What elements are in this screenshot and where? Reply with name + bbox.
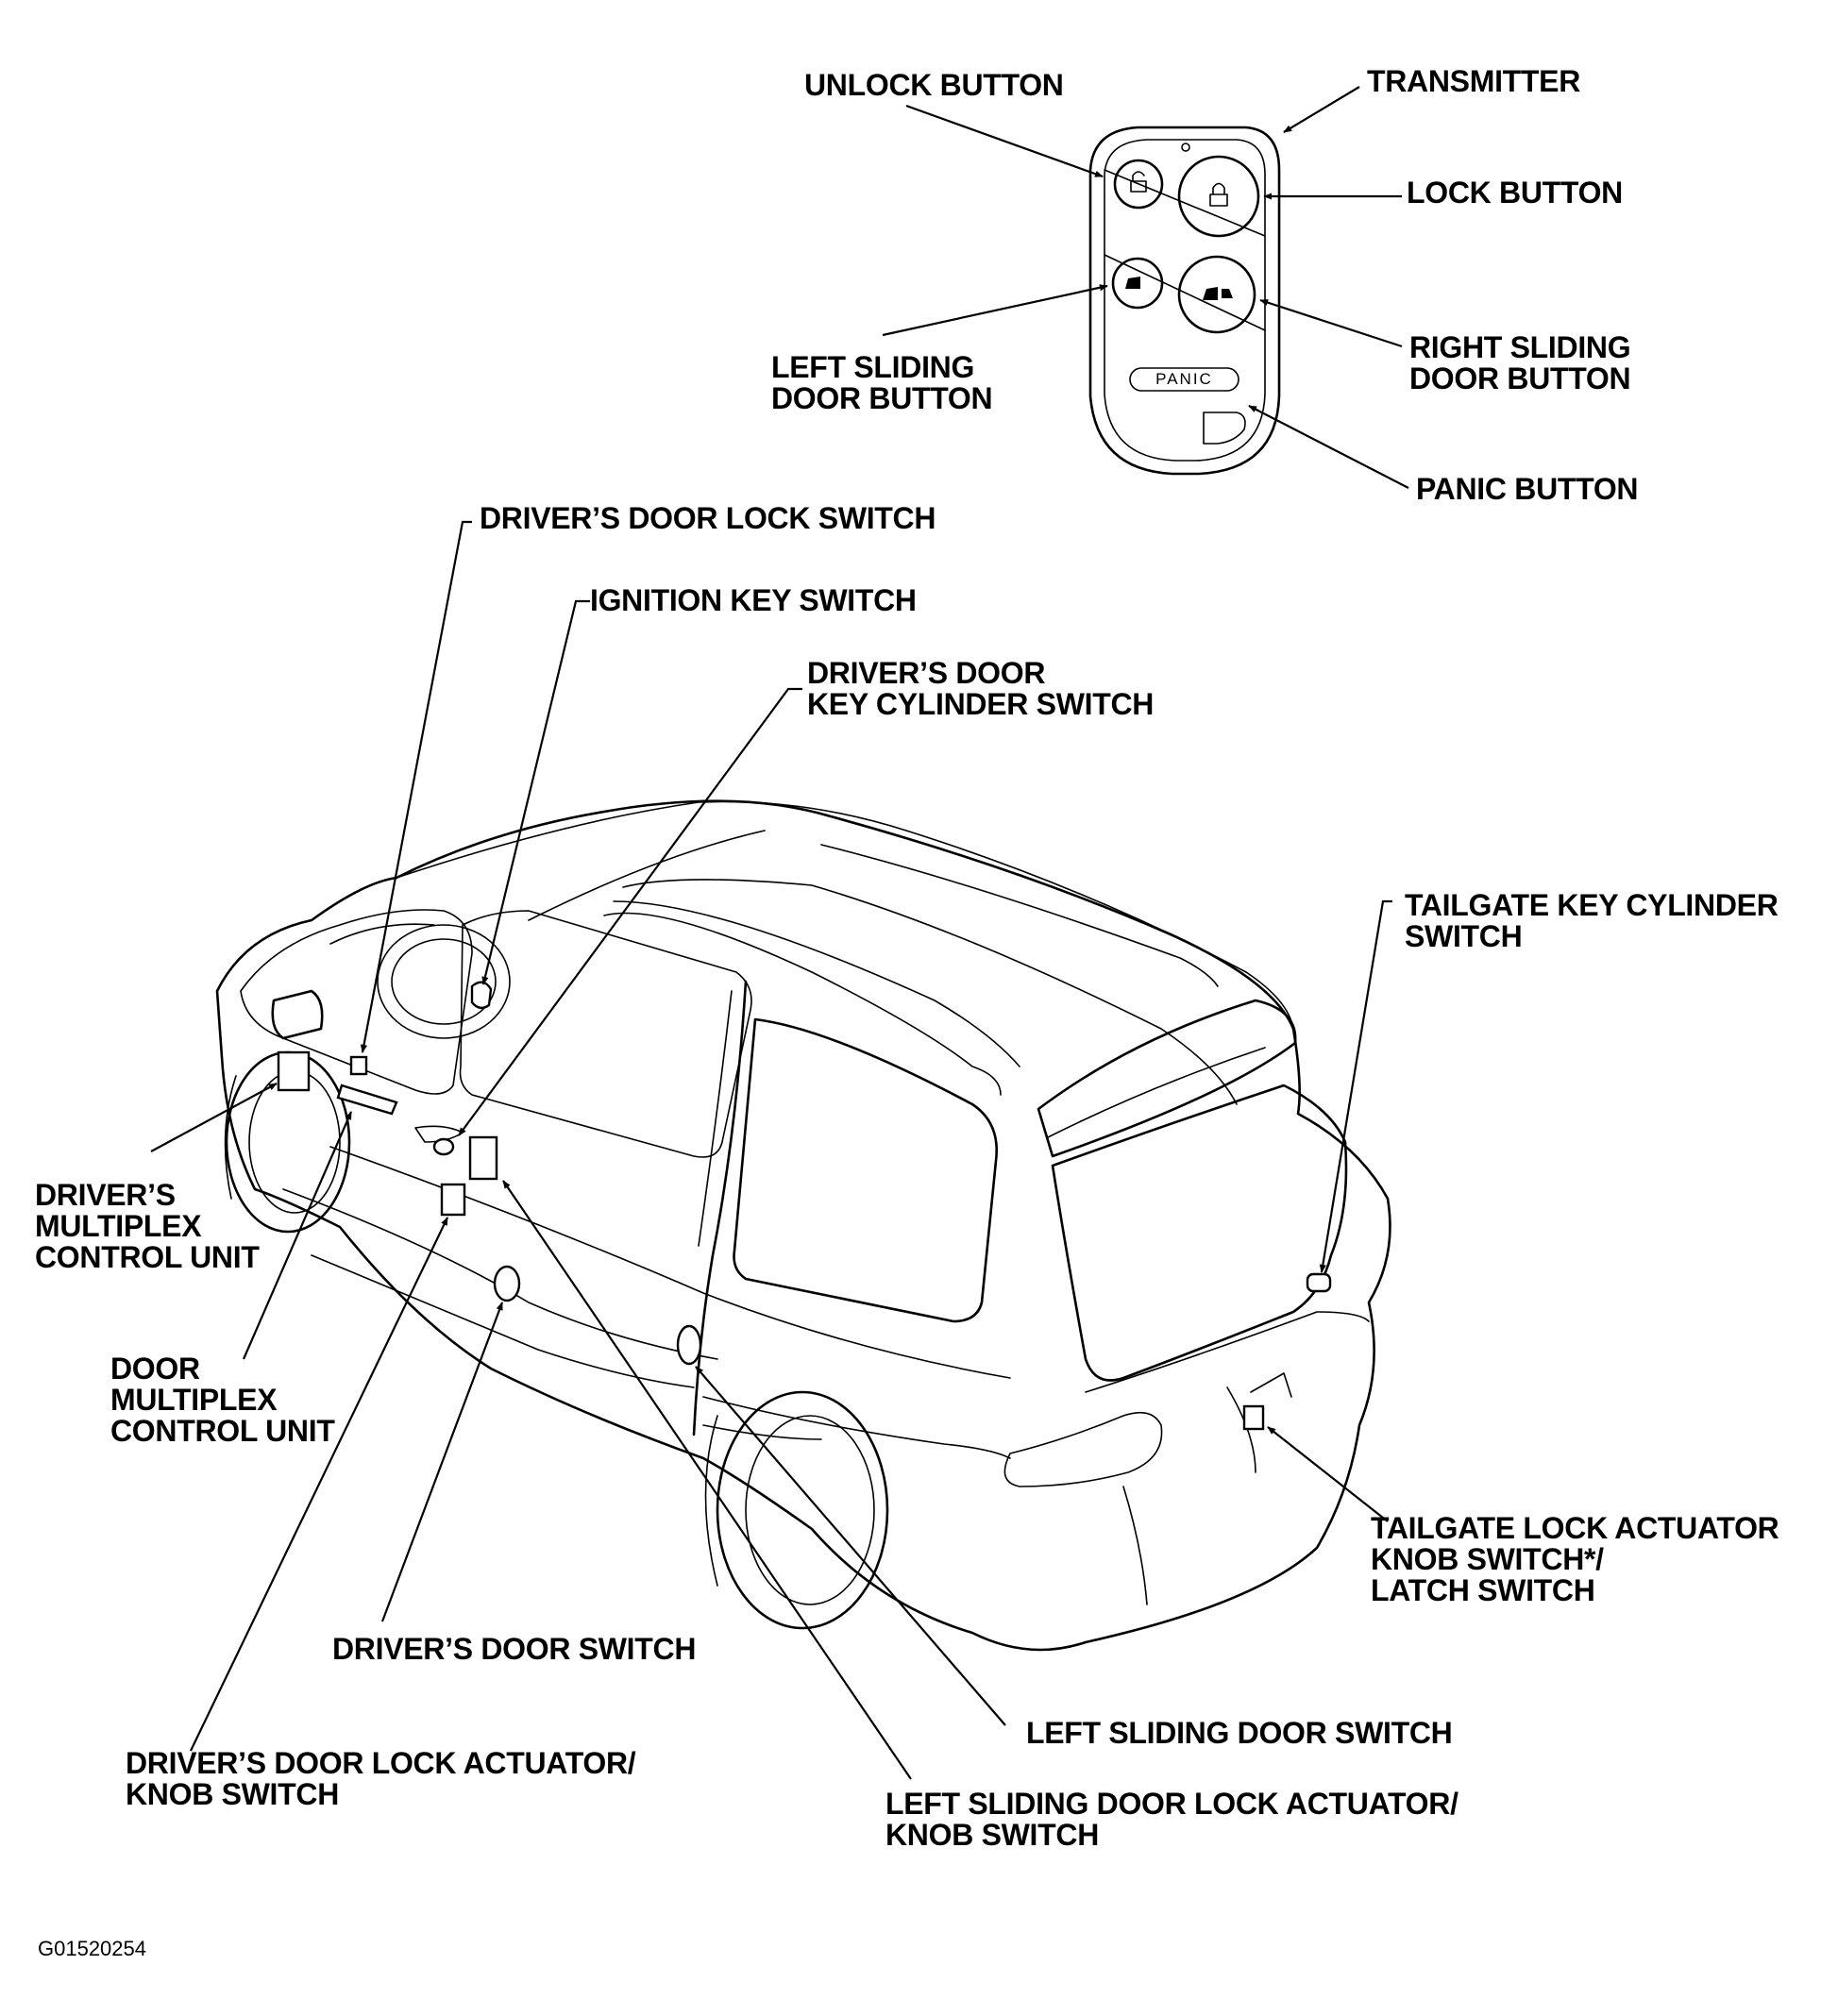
drivers-door-lock-switch-part xyxy=(349,1055,368,1076)
door-multiplex-unit-part xyxy=(336,1084,398,1116)
label-tailgate-lock-actuator: TAILGATE LOCK ACTUATOR KNOB SWITCH*/ LAT… xyxy=(1371,1511,1779,1607)
van-components xyxy=(277,981,1332,1431)
ignition-key-switch-part xyxy=(470,981,493,1010)
transmitter-fob xyxy=(1088,126,1281,476)
figure-code: G01520254 xyxy=(38,1937,146,1960)
drivers-multiplex-unit-part xyxy=(277,1050,311,1092)
label-drivers-door-switch: DRIVER’S DOOR SWITCH xyxy=(332,1632,697,1666)
tailgate-lock-actuator-part xyxy=(1242,1404,1265,1431)
label-drivers-multiplex-control-unit: DRIVER’S MULTIPLEX CONTROL UNIT xyxy=(35,1178,260,1274)
lock-icon xyxy=(1209,182,1228,207)
label-left-sliding-door-switch: LEFT SLIDING DOOR SWITCH xyxy=(1026,1716,1453,1750)
panic-button-text: PANIC xyxy=(1155,370,1213,388)
left-slide-van-icon xyxy=(1125,277,1140,289)
label-tailgate-key-cylinder-switch: TAILGATE KEY CYLINDER SWITCH xyxy=(1405,888,1779,953)
label-transmitter: TRANSMITTER xyxy=(1367,64,1581,98)
label-door-multiplex-control-unit: DOOR MULTIPLEX CONTROL UNIT xyxy=(110,1352,335,1448)
unlock-icon xyxy=(1130,171,1147,193)
label-drivers-door-lock-actuator: DRIVER’S DOOR LOCK ACTUATOR/ KNOB SWITCH xyxy=(126,1746,636,1811)
label-left-sliding-door-button: LEFT SLIDING DOOR BUTTON xyxy=(771,350,993,415)
drivers-door-lock-actuator-part-upper xyxy=(468,1135,498,1181)
lock-button-shape xyxy=(1177,155,1260,238)
right-sliding-button-shape xyxy=(1177,255,1256,334)
unlock-button-shape xyxy=(1113,159,1164,210)
leader-lines xyxy=(150,86,1409,1780)
drivers-door-lock-actuator-part xyxy=(440,1183,466,1217)
left-sliding-button-shape xyxy=(1111,257,1164,310)
label-panic-button: PANIC BUTTON xyxy=(1416,472,1639,506)
label-ignition-key-switch: IGNITION KEY SWITCH xyxy=(590,583,917,617)
panic-corner xyxy=(1203,412,1246,445)
right-slide-van-icon xyxy=(1203,287,1233,300)
label-drivers-door-lock-switch: DRIVER’S DOOR LOCK SWITCH xyxy=(480,501,936,535)
tailgate-key-cylinder-part xyxy=(1306,1272,1332,1293)
label-right-sliding-door-button: RIGHT SLIDING DOOR BUTTON xyxy=(1409,330,1631,395)
label-drivers-door-key-cylinder-switch: DRIVER’S DOOR KEY CYLINDER SWITCH xyxy=(807,656,1155,721)
key-cylinder-switch-part xyxy=(432,1137,455,1156)
van-drawing xyxy=(215,799,1391,1652)
panic-button-shape xyxy=(1129,367,1239,392)
label-lock-button: LOCK BUTTON xyxy=(1407,176,1623,210)
left-sliding-door-switch-part xyxy=(676,1324,702,1366)
label-unlock-button: UNLOCK BUTTON xyxy=(804,68,1064,102)
drivers-door-switch-part xyxy=(493,1265,521,1302)
label-left-sliding-door-lock-actuator: LEFT SLIDING DOOR LOCK ACTUATOR/ KNOB SW… xyxy=(885,1787,1458,1852)
